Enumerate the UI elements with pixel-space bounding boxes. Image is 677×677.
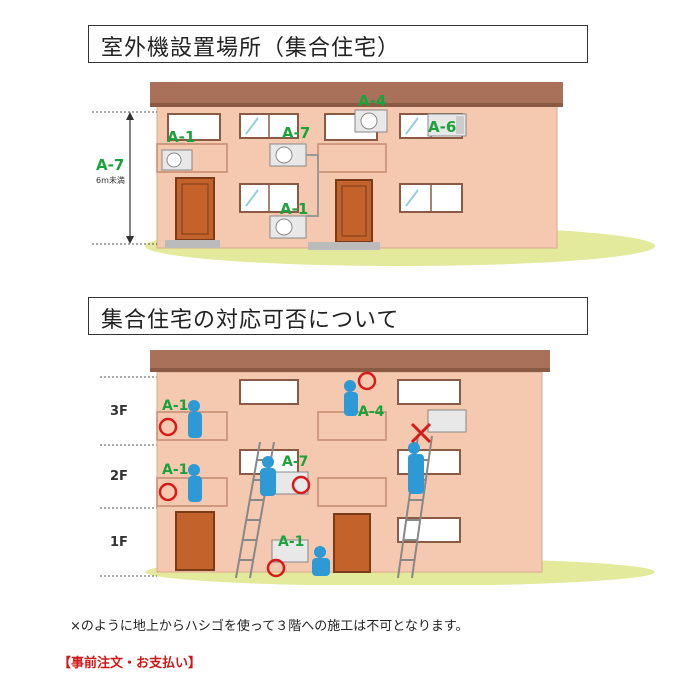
- door: [175, 511, 215, 571]
- outdoor-unit-icon: [427, 409, 467, 433]
- worker-icon: [188, 464, 202, 502]
- section-title-installation-text: 室外機設置場所（集合住宅）: [101, 36, 401, 61]
- outdoor-unit-icon: [161, 149, 193, 171]
- ng-cross-mark: [410, 422, 432, 444]
- outdoor-unit-icon: [354, 109, 388, 133]
- label-a1-3f: A-1: [162, 398, 188, 414]
- label-a7-top: A-7: [282, 124, 310, 142]
- label-a1-top: A-1: [167, 128, 195, 146]
- door: [333, 513, 371, 573]
- door: [335, 179, 373, 243]
- floor-label-1f: 1F: [110, 535, 128, 550]
- worker-icon: [188, 400, 202, 438]
- ladder-restriction-note: ×のように地上からハシゴを使って３階への施工は不可となります。: [70, 619, 469, 634]
- balcony: [317, 477, 387, 507]
- doorstep: [308, 242, 380, 250]
- section-title-installation: 室外機設置場所（集合住宅）: [88, 25, 588, 63]
- outdoor-unit-icon: [271, 539, 309, 563]
- floor-label-2f: 2F: [110, 469, 128, 484]
- ok-circle-mark: [158, 417, 178, 437]
- ok-circle-mark: [357, 371, 377, 391]
- window: [397, 379, 461, 405]
- outdoor-unit-icon: [269, 143, 307, 167]
- label-a6-top: A-6: [428, 118, 456, 136]
- worker-icon: [260, 456, 276, 496]
- label-a7-2f: A-7: [282, 454, 308, 470]
- floor-label-3f: 3F: [110, 404, 128, 419]
- ok-circle-mark: [158, 482, 178, 502]
- label-a4-top: A-4: [358, 92, 386, 110]
- order-payment-heading: 【事前注文・お支払い】: [58, 656, 202, 671]
- worker-icon: [312, 546, 330, 576]
- label-a1-2f: A-1: [162, 462, 188, 478]
- height-note: 6m未満: [96, 175, 125, 185]
- section-title-availability-text: 集合住宅の対応可否について: [101, 308, 400, 333]
- outdoor-unit-icon: [269, 215, 307, 239]
- window: [397, 517, 461, 543]
- apartment-availability-diagram: 3F 2F 1F: [100, 350, 655, 585]
- label-a7-left: A-7: [96, 156, 124, 174]
- outdoor-unit-icon: [271, 471, 309, 495]
- ok-circle-mark: [266, 558, 286, 578]
- door: [175, 177, 215, 241]
- outdoor-unit-icon: [427, 113, 467, 137]
- building-roof: [150, 82, 563, 106]
- ok-circle-mark: [291, 475, 311, 495]
- doorstep: [165, 240, 220, 248]
- label-a1-mid: A-1: [280, 200, 308, 218]
- window: [239, 379, 299, 405]
- worker-icon: [408, 442, 424, 494]
- window: [239, 183, 299, 213]
- building-roof: [150, 350, 550, 372]
- window: [399, 183, 463, 213]
- worker-icon: [344, 380, 358, 416]
- section-title-availability: 集合住宅の対応可否について: [88, 297, 588, 335]
- window: [239, 113, 299, 139]
- label-a4-3f: A-4: [358, 404, 385, 420]
- label-a1-1f: A-1: [278, 534, 304, 550]
- balcony: [317, 143, 387, 173]
- apartment-installation-diagram: A-1 A-7 A-4 A-6 A-1 A-7 6m未満: [92, 82, 655, 266]
